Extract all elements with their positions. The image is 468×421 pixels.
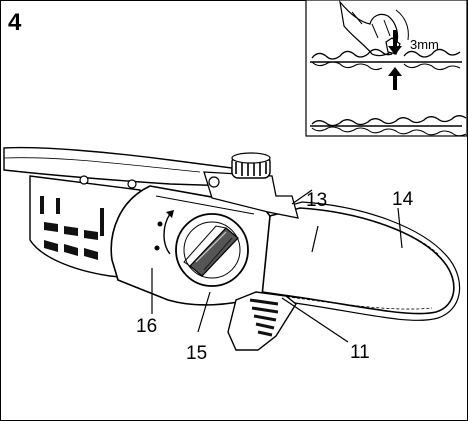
tension-inset: 3mm [305,0,468,137]
up-arrow-icon [388,67,402,90]
unlock-symbol-icon [154,245,160,251]
chain-lower [311,115,467,127]
figure-number: 4 [8,9,22,36]
saw-chain [267,201,461,321]
rotation-arrow-icon [163,213,171,255]
chain-upper [311,48,461,60]
leader-lines [151,189,403,343]
lock-symbol-icon [157,221,163,227]
callout-13: 13 [306,190,327,211]
chain-tensioner [227,291,301,351]
oil-tank-cap [203,152,299,219]
bar-clamp-knob [175,213,249,287]
guide-bar [261,207,455,315]
gap-label: 3mm [410,37,439,52]
callout-14: 14 [392,189,414,210]
callout-15: 15 [186,343,207,364]
down-arrow-icon [388,30,402,55]
callout-11: 11 [350,342,370,363]
vent-slots [40,196,104,260]
callout-16: 16 [136,316,157,337]
